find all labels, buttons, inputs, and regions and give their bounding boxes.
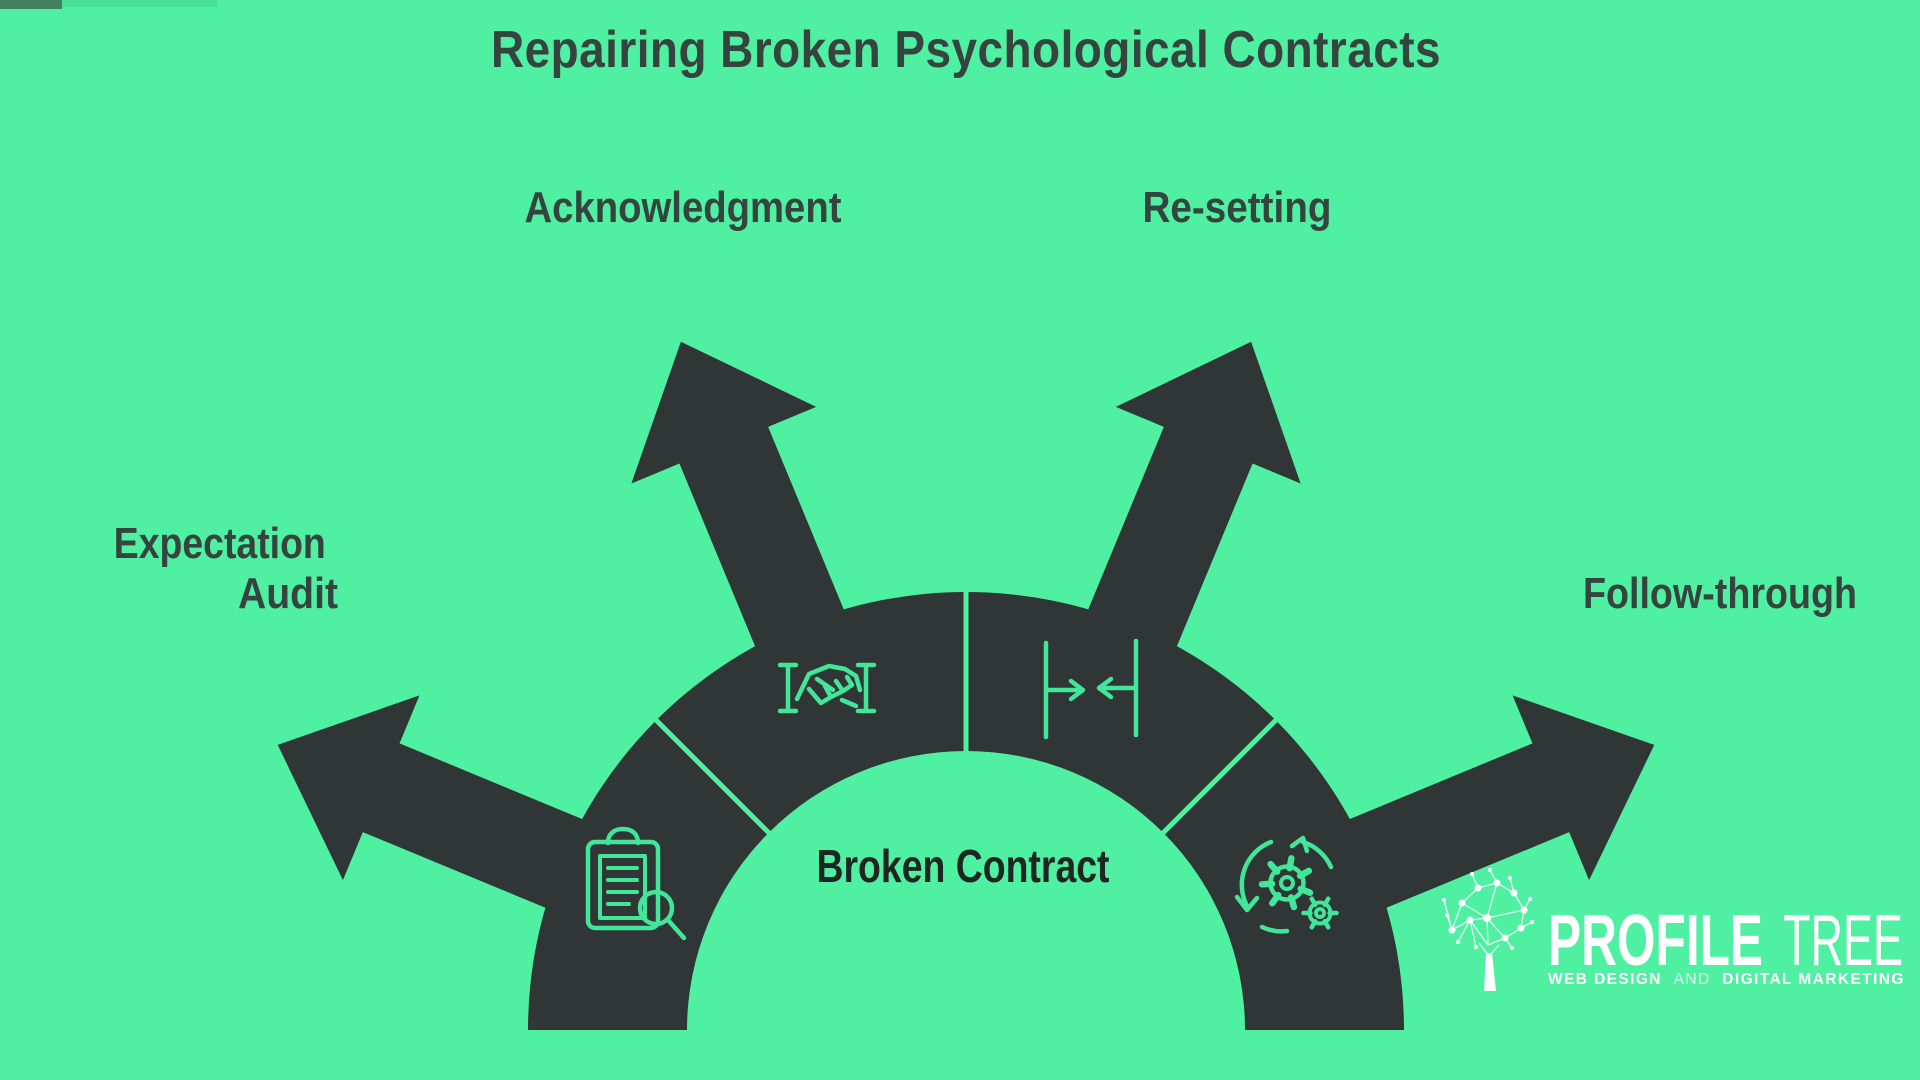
tagline-and: AND (1674, 971, 1711, 988)
divider-left (649, 713, 776, 840)
label-expectation-line2: Audit (238, 569, 338, 618)
profiletree-tagline: WEB DESIGN AND DIGITAL MARKETING (1548, 971, 1905, 988)
profiletree-tree-icon (1442, 868, 1534, 991)
top-left-artifact-faint (62, 0, 217, 7)
label-acknowledgment: Acknowledgment (525, 183, 842, 232)
label-resetting: Re-setting (1143, 183, 1332, 232)
label-broken-contract: Broken Contract (817, 840, 1110, 892)
segment-dividers (649, 584, 1283, 840)
label-expectation-audit: Expectation Audit (114, 519, 339, 618)
label-expectation-line1: Expectation (114, 519, 326, 568)
top-left-artifact (0, 0, 62, 9)
label-follow-through: Follow-through (1583, 569, 1857, 618)
handshake-icon (777, 662, 877, 714)
wordmark-tree: TREE (1783, 901, 1903, 981)
converging-arrows-icon (1043, 638, 1139, 740)
clipboard-search-icon (585, 826, 687, 941)
wordmark-profile: PROFILE (1548, 901, 1763, 981)
page-title: Repairing Broken Psychological Contracts (491, 21, 1441, 79)
tagline-tail: DIGITAL MARKETING (1722, 971, 1905, 988)
tree-network-nodes (1442, 868, 1534, 950)
divider-right (1156, 713, 1283, 840)
tagline-lead: WEB DESIGN (1548, 971, 1662, 988)
ring (528, 592, 1404, 1030)
profiletree-logo: PROFILE TREE WEB DESIGN AND DIGITAL MARK… (1442, 868, 1905, 991)
profiletree-wordmark: PROFILE TREE (1548, 901, 1903, 981)
gears-refresh-icon (1234, 835, 1339, 934)
